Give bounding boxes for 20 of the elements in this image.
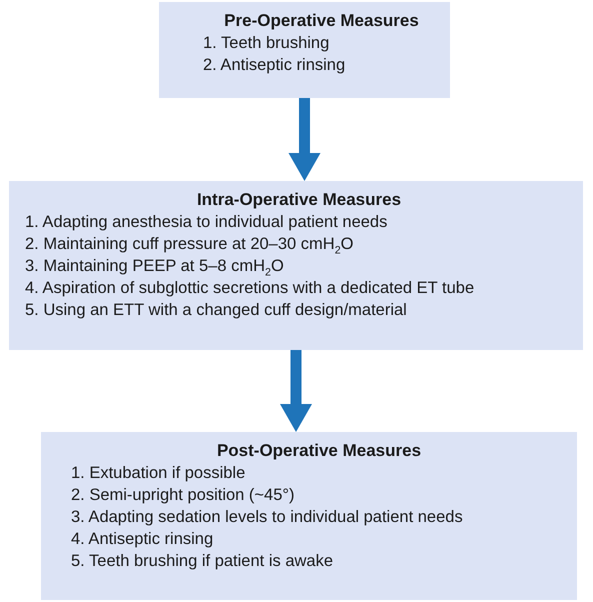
list-item: 2. Antiseptic rinsing [203,55,346,76]
box-heading: Intra-Operative Measures [196,189,402,211]
box-heading: Pre-Operative Measures [223,10,420,32]
down-arrow [280,350,312,432]
list-item: 3. Maintaining PEEP at 5–8 cmH$_{2}$O [25,256,285,277]
list-item: 5. Using an ETT with a changed cuff design/material [25,300,408,321]
list-item: 2. Maintaining cuff pressure at 20–30 cmH$_{2}$O [25,234,355,255]
list-item: 1. Extubation if possible [71,463,246,484]
measures-box [41,432,577,600]
down-arrow [288,98,320,181]
list-item: 4. Antiseptic rinsing [71,529,214,550]
measures-box [159,2,450,98]
list-item: 2. Semi-upright position (~45°) [71,485,296,506]
list-item: 3. Adapting sedation levels to individual patient needs [71,507,464,528]
list-item: 5. Teeth brushing if patient is awake [71,551,334,572]
box-heading: Post-Operative Measures [216,440,422,462]
list-item: 1. Teeth brushing [203,33,330,54]
list-item: 1. Adapting anesthesia to individual patient needs [25,212,388,233]
list-item: 4. Aspiration of subglottic secretions with a dedicated ET tube [25,278,476,299]
measures-box [9,181,583,350]
